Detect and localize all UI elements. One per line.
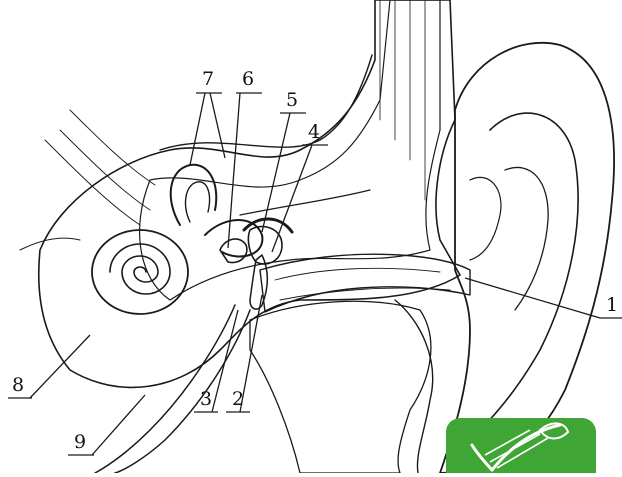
bone-ridge <box>160 55 372 215</box>
label-1: 1 <box>606 294 618 316</box>
label-7: 7 <box>202 68 214 90</box>
check-pencil-badge[interactable] <box>446 418 596 473</box>
label-3: 3 <box>200 388 212 410</box>
auricle <box>440 43 614 473</box>
leader-9 <box>92 395 145 455</box>
label-underlines <box>8 93 622 455</box>
number-labels: 7 6 5 4 1 2 3 8 9 <box>12 68 618 453</box>
lower-tissue <box>250 300 433 473</box>
leader-7b <box>210 93 225 158</box>
label-9: 9 <box>74 431 86 453</box>
leader-7a <box>190 93 205 165</box>
label-8: 8 <box>12 374 24 396</box>
leader-1 <box>465 278 600 318</box>
leader-4 <box>272 145 312 252</box>
ear-canal <box>260 254 470 312</box>
label-4: 4 <box>308 121 320 143</box>
leader-8 <box>30 335 90 398</box>
label-5: 5 <box>286 89 298 111</box>
leader-lines <box>30 93 600 455</box>
leader-6 <box>228 93 240 248</box>
label-6: 6 <box>242 68 254 90</box>
label-2: 2 <box>232 388 244 410</box>
